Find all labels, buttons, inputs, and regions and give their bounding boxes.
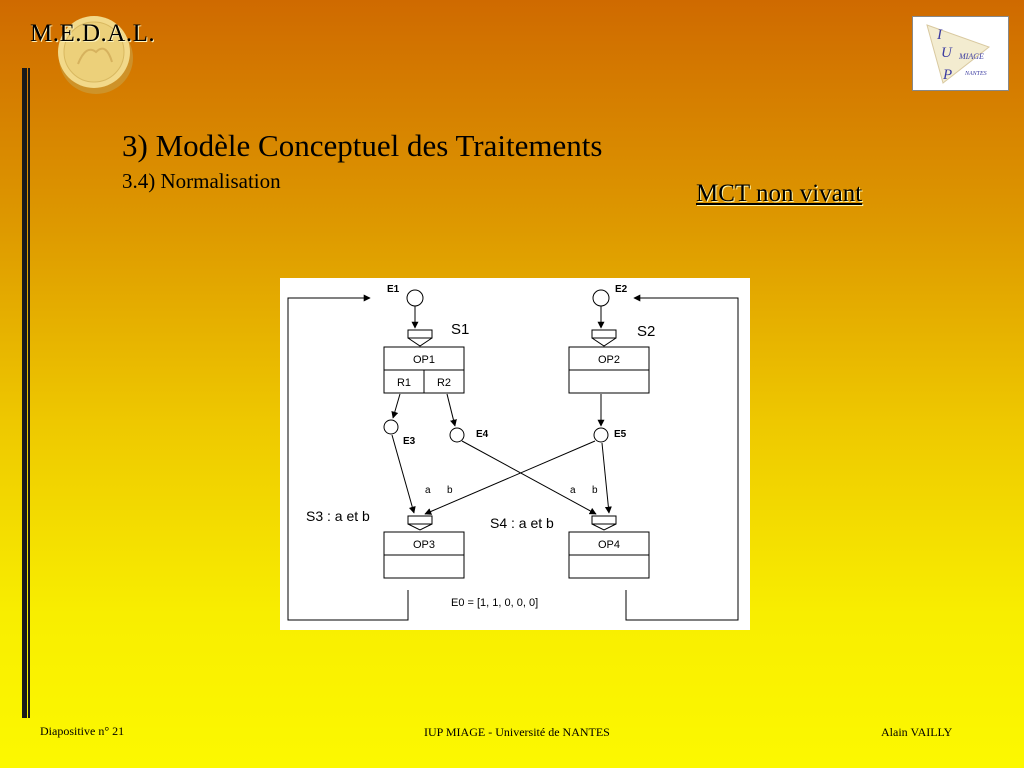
initial-state-label: E0 = [1, 1, 0, 0, 0]: [451, 597, 538, 609]
sync-s3: [407, 515, 433, 531]
slide-number: Diapositive n° 21: [40, 724, 125, 738]
sync-s4: [591, 515, 617, 531]
brand-title: M.E.D.A.L.: [30, 20, 156, 47]
logo-miage: MIAGE: [958, 52, 984, 61]
s3-input-b: b: [447, 485, 453, 496]
op3-box: OP3: [383, 531, 465, 579]
iup-miage-logo: I U P MIAGE NANTES: [912, 16, 1009, 91]
arrow-r2-e4: [446, 393, 457, 427]
decor-bar-thin: [28, 68, 30, 718]
sync-s2-label: S2: [637, 323, 655, 340]
sync-s1-label: S1: [451, 321, 469, 338]
mct-non-vivant-link[interactable]: MCT non vivant: [696, 180, 863, 207]
event-e1: [406, 289, 424, 307]
logo-nantes: NANTES: [964, 71, 987, 77]
sync-s2: [591, 329, 617, 347]
op1-label: OP1: [413, 354, 435, 366]
slide-subtitle: 3.4) Normalisation: [122, 169, 281, 193]
logo-letter-i: I: [936, 27, 943, 43]
event-e2: [592, 289, 610, 307]
medal-icon: [58, 16, 133, 94]
arrow-r1-e3: [391, 393, 401, 419]
event-e4: [449, 427, 465, 443]
op2-box: OP2: [568, 346, 650, 394]
event-e3: [383, 419, 399, 435]
s4-input-b: b: [592, 485, 598, 496]
loop-op4-to-e2: [625, 294, 739, 621]
footer-author: Alain VAILLY: [881, 725, 953, 739]
arrow-e5-s4: [601, 442, 612, 514]
event-e3-label: E3: [403, 436, 416, 447]
sync-s4-label: S4 : a et b: [490, 515, 554, 531]
op3-label: OP3: [413, 539, 435, 551]
s3-input-a: a: [425, 485, 431, 496]
arrow-e5-s3: [424, 440, 596, 515]
op1-box: OP1 R1 R2: [383, 346, 465, 394]
op4-label: OP4: [598, 539, 620, 551]
logo-letter-u: U: [941, 45, 953, 61]
logo-letter-p: P: [942, 67, 952, 83]
op2-label: OP2: [598, 354, 620, 366]
arrow-e4-s4: [461, 440, 597, 515]
sync-s1: [407, 329, 433, 347]
result-r2-label: R2: [437, 377, 451, 389]
s4-input-a: a: [570, 485, 576, 496]
decor-bar-thick: [22, 68, 27, 718]
arrow-e3-s3: [391, 434, 416, 514]
sync-s3-label: S3 : a et b: [306, 508, 370, 524]
mct-diagram: E1 E2 E3 E4 E5 S1 S2 S3 : a et b S4 : a …: [280, 278, 750, 630]
op4-box: OP4: [568, 531, 650, 579]
slide-title: 3) Modèle Conceptuel des Traitements: [122, 128, 603, 163]
event-e5-label: E5: [614, 429, 627, 440]
event-e1-label: E1: [387, 284, 400, 295]
result-r1-label: R1: [397, 377, 411, 389]
loop-op3-to-e1: [287, 294, 409, 621]
event-e2-label: E2: [615, 284, 628, 295]
footer-institution: IUP MIAGE - Université de NANTES: [424, 725, 610, 739]
event-e5: [593, 427, 609, 443]
event-e4-label: E4: [476, 429, 489, 440]
